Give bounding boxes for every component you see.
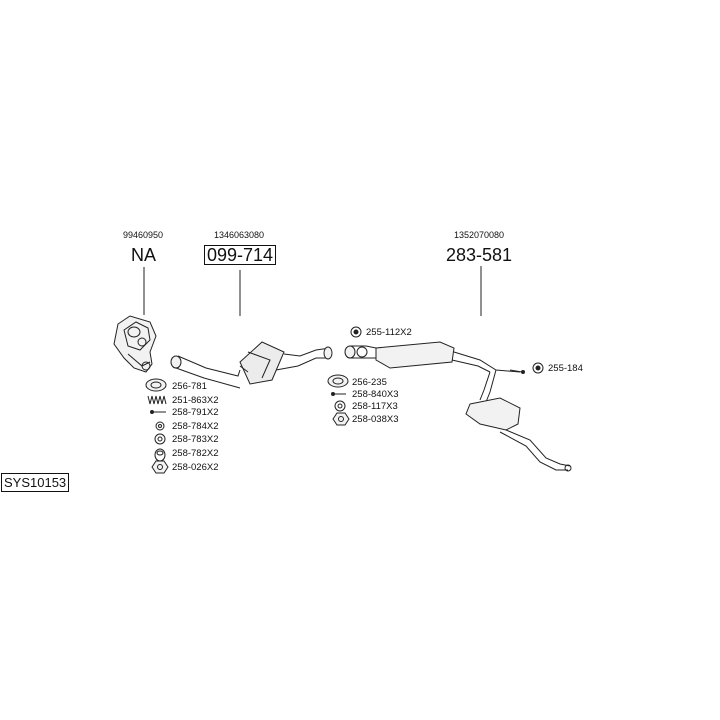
fitting-label[interactable]: 251-863X2: [172, 395, 219, 406]
rubber-hanger-icon: [532, 362, 544, 374]
stud-icon: [154, 448, 166, 462]
oe-number-label: 99460950: [123, 230, 164, 240]
fitting-label[interactable]: 258-782X2: [172, 448, 219, 459]
fitting-label[interactable]: 258-117X3: [352, 401, 398, 412]
fitting-label[interactable]: 256-781: [172, 381, 207, 392]
catalytic-converter-pipe-part[interactable]: [170, 341, 333, 389]
hanger-label[interactable]: 255-112X2: [366, 327, 412, 338]
nut-icon: [154, 433, 166, 445]
washer-icon: [334, 400, 346, 412]
fitting-label[interactable]: 258-783X2: [172, 434, 219, 445]
part-code-283-581[interactable]: 283-581: [446, 245, 513, 265]
bolt-icon: [331, 392, 346, 396]
bolt-icon: [150, 410, 166, 414]
fitting-label[interactable]: 258-840X3: [352, 389, 399, 400]
spring-icon: [147, 395, 167, 405]
exhaust-manifold-part[interactable]: [113, 315, 157, 373]
part-code-099-714[interactable]: 099-714: [204, 245, 277, 265]
oe-number-label: 1346063080: [214, 230, 265, 240]
fitting-label[interactable]: 258-026X2: [172, 462, 219, 473]
fitting-label[interactable]: 256-235: [352, 377, 387, 388]
fitting-label[interactable]: 258-791X2: [172, 407, 219, 418]
hex-nut-icon: [151, 460, 169, 474]
gasket-ring-icon: [145, 378, 167, 392]
system-code-badge: SYS10153: [1, 473, 70, 492]
silencer-pipe-part[interactable]: [344, 341, 572, 472]
hex-nut-icon: [332, 412, 350, 426]
gasket-ring-icon: [327, 374, 349, 388]
fitting-label[interactable]: 258-038X3: [352, 414, 399, 425]
hanger-label[interactable]: 255-184: [548, 363, 583, 374]
fitting-label[interactable]: 258-784X2: [172, 421, 219, 432]
rubber-hanger-icon: [350, 326, 362, 338]
part-code-na[interactable]: NA: [131, 245, 157, 265]
oe-number-label: 1352070080: [454, 230, 505, 240]
washer-icon: [155, 421, 165, 431]
